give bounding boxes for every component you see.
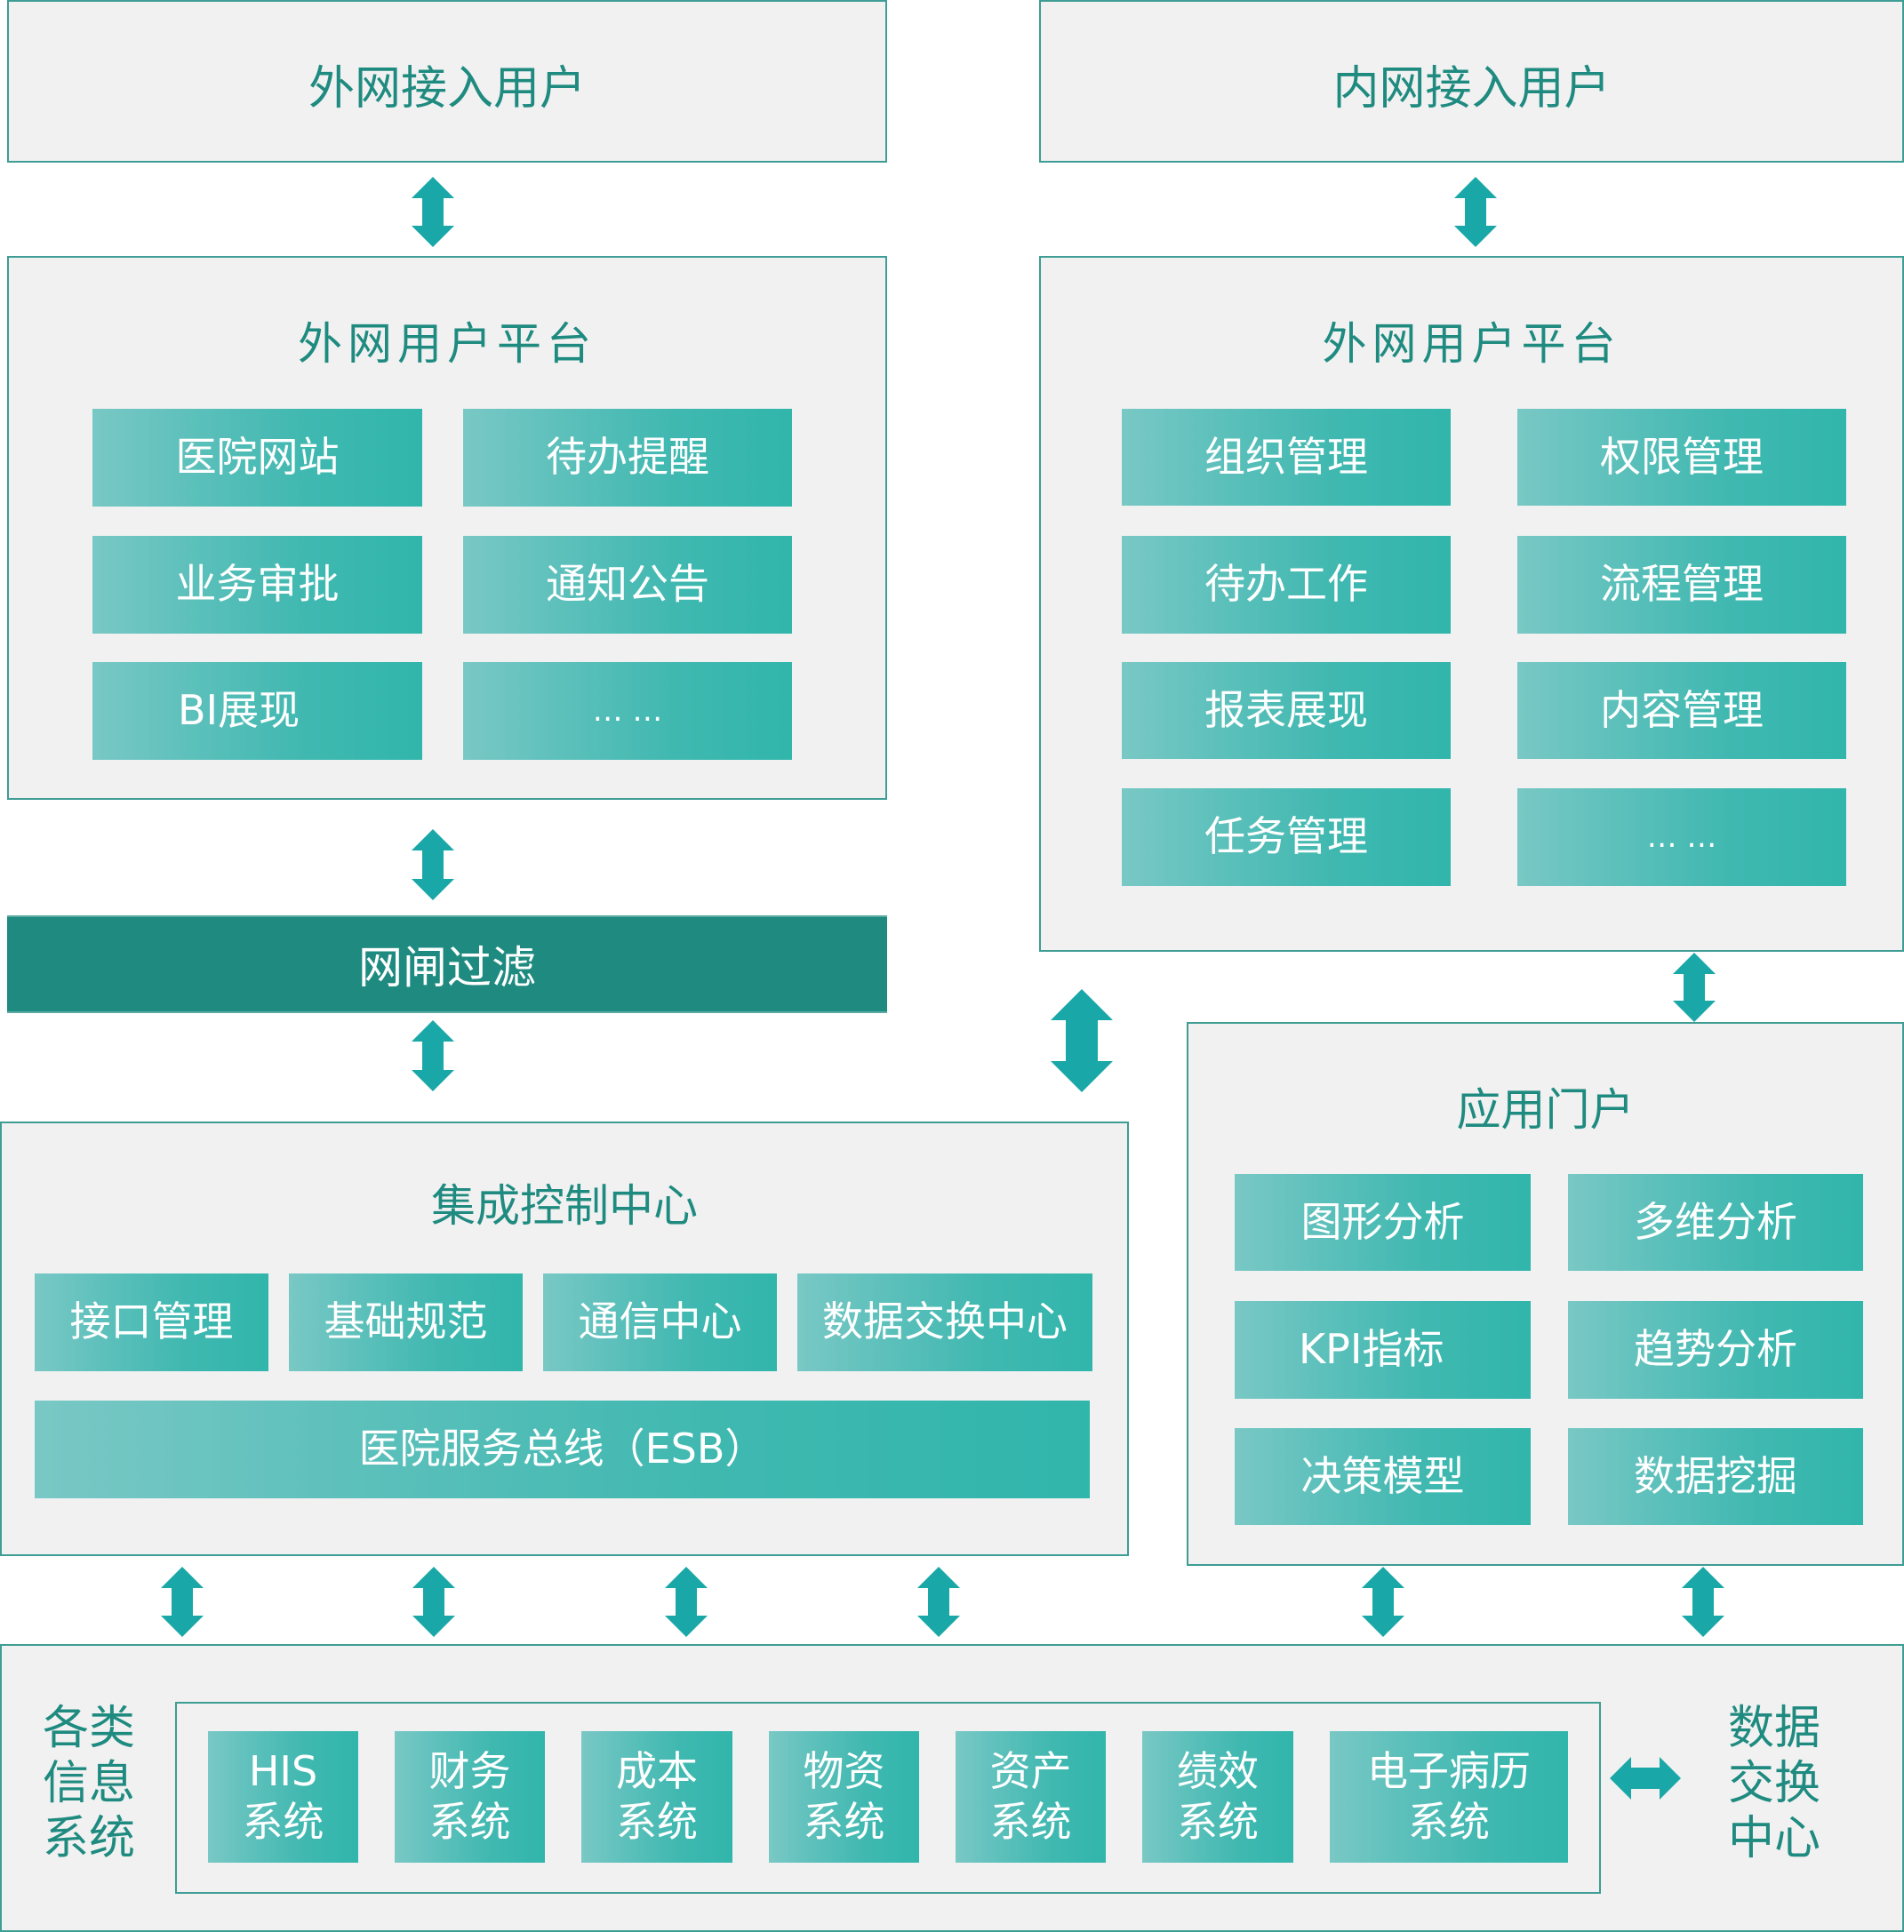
double-arrow-icon (161, 1567, 204, 1637)
module-tile[interactable]: 图形分析 (1235, 1174, 1531, 1271)
system-tile[interactable]: 电子病历系统 (1330, 1731, 1568, 1863)
module-tile[interactable]: 数据挖掘 (1568, 1428, 1863, 1525)
system-tile[interactable]: 资产系统 (956, 1731, 1106, 1863)
module-tile[interactable]: 任务管理 (1122, 788, 1451, 886)
gateway-filter-bar: 网闸过滤 (7, 915, 887, 1013)
system-tile[interactable]: 成本系统 (581, 1731, 732, 1863)
system-tile[interactable]: 物资系统 (769, 1731, 919, 1863)
double-arrow-icon (1362, 1567, 1404, 1637)
integration-control-center-title: 集成控制中心 (431, 1180, 698, 1232)
double-arrow-icon (412, 829, 454, 900)
module-tile[interactable]: BI展现 (92, 662, 422, 760)
module-tile[interactable]: 权限管理 (1517, 409, 1846, 506)
system-tile[interactable]: 绩效系统 (1142, 1731, 1293, 1863)
system-tile[interactable]: 财务系统 (395, 1731, 545, 1863)
module-tile[interactable]: 待办提醒 (463, 409, 792, 507)
double-arrow-icon (412, 1020, 454, 1091)
module-tile[interactable]: 通信中心 (543, 1273, 777, 1371)
module-tile[interactable]: 通知公告 (463, 536, 792, 634)
double-arrow-icon (412, 1567, 455, 1637)
double-arrow-icon (917, 1567, 960, 1637)
internal-access-users-title: 内网接入用户 (1332, 62, 1611, 116)
module-tile[interactable]: KPI指标 (1235, 1301, 1531, 1399)
module-tile[interactable]: 趋势分析 (1568, 1301, 1863, 1399)
module-tile[interactable]: 流程管理 (1517, 536, 1846, 634)
module-tile[interactable]: 报表展现 (1122, 662, 1451, 759)
module-tile[interactable]: 数据交换中心 (797, 1273, 1092, 1371)
double-arrow-icon (1682, 1567, 1724, 1637)
gateway-filter-label: 网闸过滤 (358, 942, 536, 994)
horizontal-double-arrow-icon (1610, 1757, 1681, 1800)
module-tile[interactable]: 内容管理 (1517, 662, 1846, 759)
internal-user-platform-title: 外网用户平台 (1322, 318, 1621, 370)
data-exchange-center-label: 数据 交换 中心 (1727, 1702, 1820, 1865)
double-arrow-icon (1051, 989, 1113, 1092)
module-tile[interactable]: 组织管理 (1122, 409, 1451, 506)
module-tile[interactable]: 待办工作 (1122, 536, 1451, 634)
external-access-users-box: 外网接入用户 (7, 0, 887, 163)
application-portal-title: 应用门户 (1456, 1084, 1635, 1136)
internal-access-users-box: 内网接入用户 (1039, 0, 1904, 163)
external-user-platform-title: 外网用户平台 (298, 318, 596, 370)
module-tile[interactable]: 接口管理 (35, 1273, 268, 1371)
external-access-users-title: 外网接入用户 (308, 62, 586, 116)
double-arrow-icon (412, 177, 454, 247)
double-arrow-icon (1454, 177, 1497, 247)
module-tile[interactable]: 决策模型 (1235, 1428, 1531, 1525)
module-tile[interactable]: 业务审批 (92, 536, 422, 634)
double-arrow-icon (1673, 953, 1716, 1022)
module-tile[interactable]: 基础规范 (289, 1273, 523, 1371)
module-tile[interactable]: 医院网站 (92, 409, 422, 507)
more-modules-tile[interactable]: … … (1517, 788, 1846, 886)
module-tile[interactable]: 多维分析 (1568, 1174, 1863, 1271)
more-modules-tile[interactable]: … … (463, 662, 792, 760)
esb-bus-tile[interactable]: 医院服务总线（ESB） (35, 1401, 1090, 1498)
information-systems-label: 各类 信息 系统 (42, 1702, 135, 1865)
double-arrow-icon (665, 1567, 708, 1637)
